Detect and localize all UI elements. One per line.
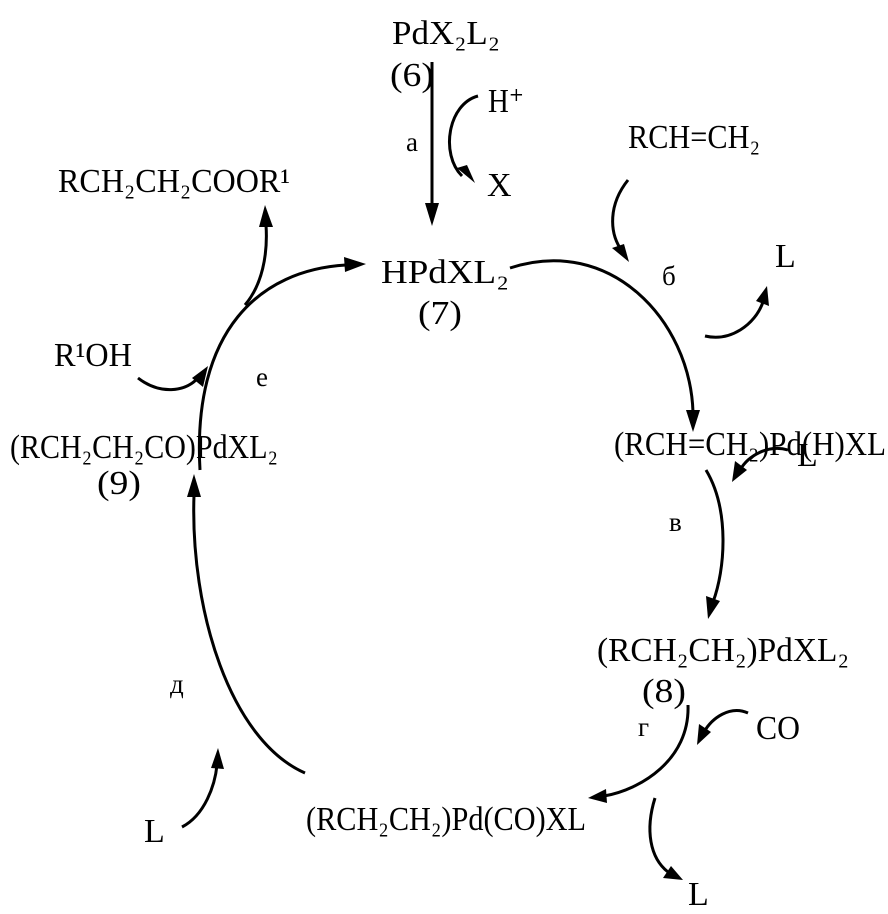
byproduct-x: X	[487, 167, 512, 204]
step-label-a: а	[406, 127, 418, 157]
byproduct-l-g: L	[688, 876, 709, 913]
arrow-l-out-g-head	[663, 866, 683, 880]
reagent-co: CO	[756, 710, 800, 747]
arrows	[137, 62, 789, 880]
arrow-h-plus-to-x	[448, 94, 479, 178]
compound-8-number: (8)	[642, 673, 686, 710]
arrow-carbonyl-complex-to-9	[192, 494, 306, 775]
arrow-l-in-d	[181, 764, 219, 829]
compound-9-formula: (RCH₂CH₂CO)PdXL₂	[10, 429, 278, 466]
step-labels: а б в г д е	[170, 127, 682, 742]
reagent-alcohol: R¹OH	[54, 337, 132, 374]
reagents: H⁺ X RCH=CH₂ L L CO L L R¹OH RCH₂CH₂COOR…	[54, 83, 818, 913]
compounds: PdX₂L₂ (6) HPdXL₂ (7) (RCH=CH₂)Pd(H)XL (…	[10, 15, 886, 838]
reagent-l-v: L	[797, 437, 818, 474]
compound-7-number: (7)	[418, 295, 462, 332]
arrow-alcohol-in-head	[192, 366, 208, 387]
arrow-l-in-v-head	[732, 461, 747, 482]
step-label-e: е	[256, 362, 268, 392]
arrow-l-out-b-head	[756, 286, 769, 306]
arrow-6-to-7-head	[425, 203, 439, 226]
arrow-l-in-d-head	[211, 748, 224, 769]
arrow-alkene-in	[611, 179, 630, 249]
reagent-l-d: L	[144, 813, 165, 850]
arrow-co-in-head	[697, 724, 711, 745]
arrow-9-to-7-head	[344, 257, 366, 272]
step-label-g: г	[638, 712, 649, 742]
alkene-complex-formula: (RCH=CH₂)Pd(H)XL	[614, 426, 886, 463]
step-label-d: д	[170, 669, 184, 699]
arrow-alkene-complex-to-8	[704, 469, 725, 603]
reagent-h-plus: H⁺	[488, 83, 524, 120]
arrow-8-to-carbonyl-complex-head	[588, 789, 607, 803]
arrow-carbonyl-complex-to-9-head	[187, 474, 201, 497]
arrow-9-to-7	[197, 263, 347, 471]
compound-6-number: (6)	[390, 57, 434, 94]
arrow-7-to-alkene-complex-head	[686, 410, 700, 432]
arrow-ester-out-head	[259, 205, 273, 227]
arrow-8-to-carbonyl-complex	[603, 704, 690, 798]
arrow-l-out-b	[704, 301, 765, 339]
arrow-l-out-g	[648, 797, 669, 874]
arrow-alkene-complex-to-8-head	[706, 596, 720, 619]
arrow-h-plus-to-x-head	[457, 165, 475, 183]
arrow-alkene-in-head	[612, 244, 629, 262]
compound-6-formula: PdX₂L₂	[392, 15, 500, 52]
carbonyl-complex-formula: (RCH₂CH₂)Pd(CO)XL	[306, 801, 586, 838]
arrow-alcohol-in	[137, 376, 200, 392]
compound-9-number: (9)	[97, 465, 141, 502]
arrow-7-to-alkene-complex	[509, 259, 695, 413]
compound-7-formula: HPdXL₂	[381, 254, 509, 291]
product-ester: RCH₂CH₂COOR¹	[58, 163, 290, 200]
arrow-ester-out	[243, 224, 268, 306]
step-label-b: б	[662, 261, 676, 291]
reagent-alkene: RCH=CH₂	[628, 119, 760, 156]
compound-8-formula: (RCH₂CH₂)PdXL₂	[597, 632, 849, 669]
arrow-co-in	[702, 709, 749, 733]
byproduct-l-b: L	[775, 238, 796, 275]
step-label-v: в	[669, 507, 682, 537]
